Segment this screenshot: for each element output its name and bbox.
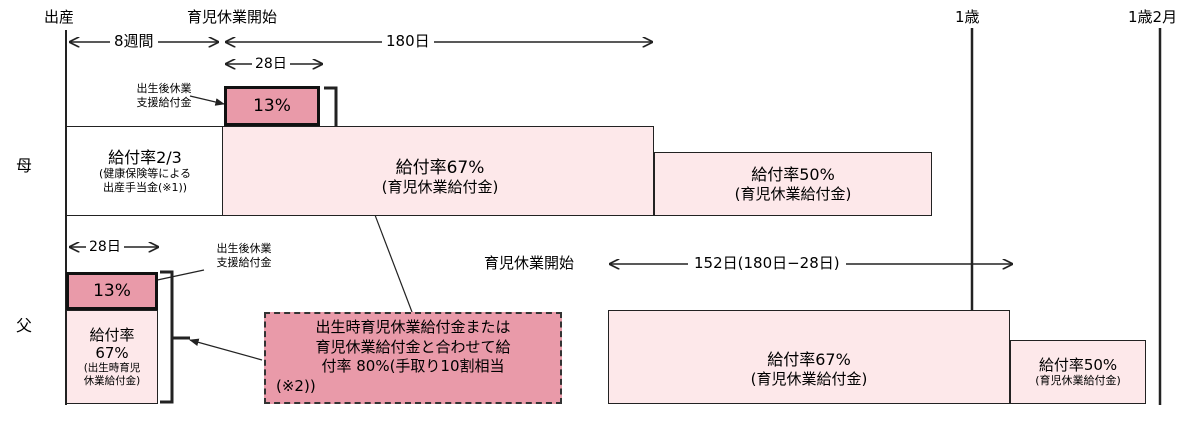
callout-arrow-father bbox=[189, 338, 263, 361]
days-152-label: 152日(180日−28日) bbox=[688, 256, 846, 271]
weeks-8-label: 8週間 bbox=[110, 34, 158, 49]
days-180-label: 180日 bbox=[382, 34, 434, 49]
birth-label: 出産 bbox=[44, 8, 75, 26]
mother-maternity-box: 給付率2/3 (健康保険等による 出産手当金(※1)) bbox=[66, 126, 224, 216]
mother-leave-67-box bbox=[222, 126, 654, 216]
days-28-top-label: 28日 bbox=[252, 57, 290, 71]
callout-box: 出生時育児休業給付金または 育児休業給付金と合わせて給 付率 80%(手取り10… bbox=[264, 312, 562, 404]
father-leave-67-box: 給付率67% (育児休業給付金) bbox=[608, 310, 1010, 404]
mother-leave-50-box: 給付率50% (育児休業給付金) bbox=[654, 152, 932, 216]
days-28-father-label: 28日 bbox=[86, 240, 124, 254]
father-birth-leave-box: 給付率 67% (出生時育児 休業給付金) bbox=[66, 310, 158, 404]
father-leave-start-label: 育児休業開始 bbox=[484, 254, 575, 272]
father-support-label: 出生後休業 支援給付金 bbox=[216, 242, 272, 269]
mother-leave-67-text: 給付率67% (育児休業給付金) bbox=[381, 158, 499, 197]
father-support-box: 13% bbox=[66, 272, 158, 310]
mother-support-pointer bbox=[189, 95, 225, 106]
father-bracket bbox=[160, 270, 174, 404]
age-1-label: 1歳 bbox=[955, 8, 980, 26]
row-label-mother: 母 bbox=[16, 156, 33, 175]
mother-support-box: 13% bbox=[224, 86, 320, 126]
row-label-father: 父 bbox=[16, 316, 33, 335]
mother-support-label: 出生後休業 支援給付金 bbox=[136, 82, 192, 109]
age-1y2m-label: 1歳2月 bbox=[1128, 8, 1178, 26]
leave-start-label: 育児休業開始 bbox=[187, 8, 278, 26]
father-leave-50-box: 給付率50% (育児休業給付金) bbox=[1010, 340, 1146, 404]
